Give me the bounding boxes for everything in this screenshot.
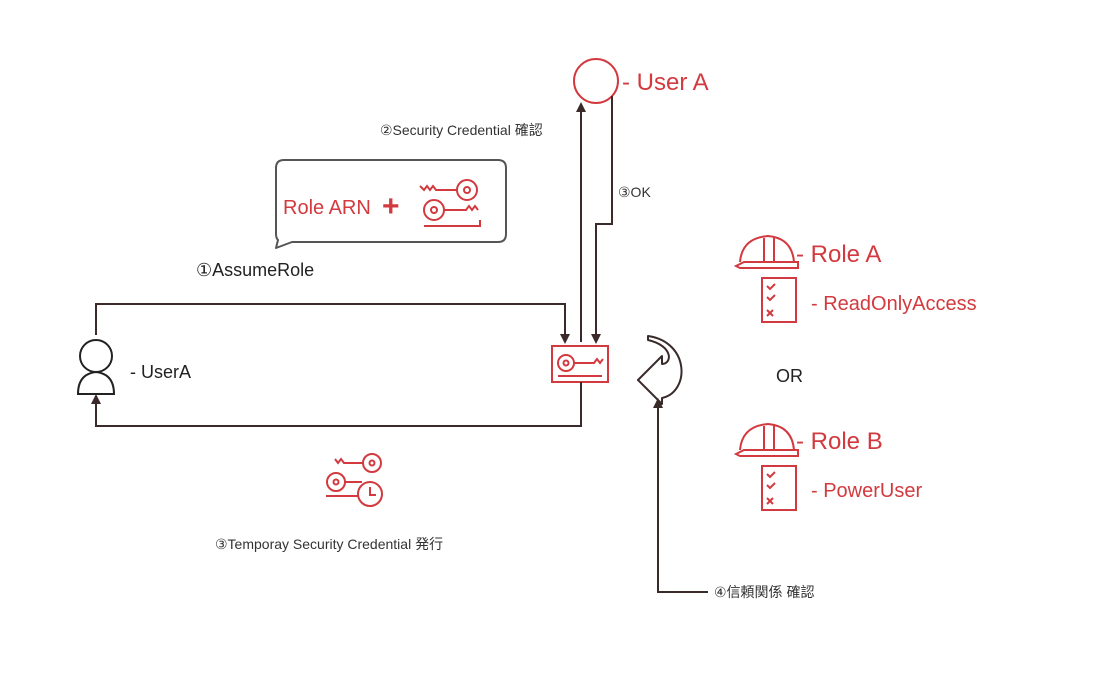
security-credential-check-label: ②Security Credential 確認 [380, 122, 543, 138]
ok-label: ③OK [618, 184, 651, 200]
role-arn-label: Role ARN [283, 197, 371, 219]
checklist-icon [761, 465, 797, 511]
user-circle-icon [573, 58, 619, 104]
role-arn-bubble: Role ARN + [275, 159, 507, 249]
connector-temporary-credential [91, 382, 582, 427]
connector-ok [591, 96, 613, 344]
role-a-label: - Role A [796, 241, 881, 268]
temporary-credential-issue-label: ③Temporay Security Credential 発行 [215, 536, 443, 552]
checklist-icon [761, 277, 797, 323]
connector-assume-role [95, 303, 570, 344]
trust-relationship-check-label: ④信頼関係 確認 [714, 584, 814, 600]
user-a-title: - User A [622, 69, 709, 96]
role-b-policy-label: - PowerUser [811, 480, 922, 502]
user-left-label: - UserA [130, 362, 191, 382]
assume-role-label: ①AssumeRole [196, 260, 314, 280]
or-label: OR [776, 366, 803, 386]
temporary-keys-clock-icon [326, 453, 383, 507]
hard-hat-icon [733, 234, 799, 269]
user-person-icon [76, 339, 116, 395]
key-card-icon [551, 345, 609, 383]
keys-icon [419, 179, 481, 227]
hard-hat-icon [733, 422, 799, 457]
curved-arrow-icon [637, 335, 683, 405]
plus-sign: + [382, 190, 400, 223]
connector-trust-check [653, 398, 708, 593]
role-b-label: - Role B [796, 428, 883, 455]
role-a-policy-label: - ReadOnlyAccess [811, 293, 977, 315]
